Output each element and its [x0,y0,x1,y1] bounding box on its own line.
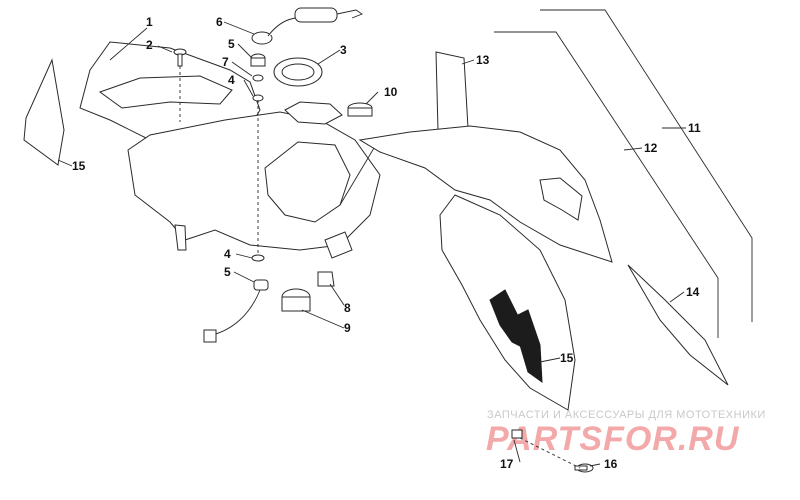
callout-5a: 5 [228,37,235,51]
leader-14 [669,291,685,303]
leader-12 [623,147,643,151]
screw-part [173,48,187,67]
rubber-grommet-part [347,102,373,117]
bracket-line-12 [494,31,719,338]
callout-7: 7 [222,55,229,69]
leader-3 [317,49,341,65]
callout-10: 10 [384,85,398,99]
washer-bottom-part [251,254,265,262]
callout-5b: 5 [224,265,231,279]
callout-3: 3 [340,43,347,57]
callout-15a: 15 [72,159,86,173]
leader-2 [157,45,173,53]
clip-part [317,271,335,287]
leader-5b [233,271,255,283]
watermark-tagline: ЗАПЧАСТИ И АКСЕССУАРЫ ДЛЯ МОТОТЕХНИКИ [487,409,766,421]
right-side-panel-part [358,125,613,263]
callout-15b: 15 [560,351,574,365]
graphic-decal-dark-2 [511,309,543,384]
callout-11: 11 [688,121,701,135]
cable-switch-part [203,279,269,343]
side-louver-part [539,177,583,221]
fastener-axis-line [519,437,581,469]
leader-15b [539,357,561,363]
washer-top-part [252,74,264,82]
fuel-ring-part [273,57,323,87]
leader-1 [109,27,148,61]
callout-16: 16 [604,457,618,471]
leader-7 [231,61,253,77]
leader-9 [301,309,345,329]
leader-8 [329,283,345,306]
bolt-part [574,463,594,473]
leader-10 [365,91,379,105]
rear-panel-part [627,264,729,386]
callout-17: 17 [500,457,514,471]
leader-6 [223,21,255,35]
leader-15a [57,159,73,167]
left-side-panel-part [23,58,65,166]
fuel-neck-part [284,101,343,125]
callout-9: 9 [344,321,351,335]
leader-13 [461,59,475,65]
callout-8: 8 [344,301,351,315]
leader-4b [235,253,253,259]
callout-6: 6 [216,15,223,29]
lower-flap-part [324,231,353,259]
leader-4a [243,79,254,97]
callout-2: 2 [146,38,153,52]
leader-10b [339,147,375,206]
push-rivet-part [511,429,523,439]
leader-5a [237,43,253,59]
ignition-switch-part [281,288,311,312]
leader-17 [513,439,521,463]
bracket-line-11 [540,9,753,322]
callout-12: 12 [644,141,658,155]
leader-16 [589,463,601,467]
callout-13: 13 [476,53,490,67]
callout-4b: 4 [224,247,231,261]
callout-14: 14 [686,285,700,299]
grommet-part [250,53,266,67]
callout-4a: 4 [228,73,235,87]
console-vent-part [98,75,233,109]
spring-coil-part [294,7,363,23]
watermark-logo: PARTSFOR.RU [486,420,740,458]
callout-1: 1 [146,15,153,29]
lower-bracket-part [174,224,187,251]
